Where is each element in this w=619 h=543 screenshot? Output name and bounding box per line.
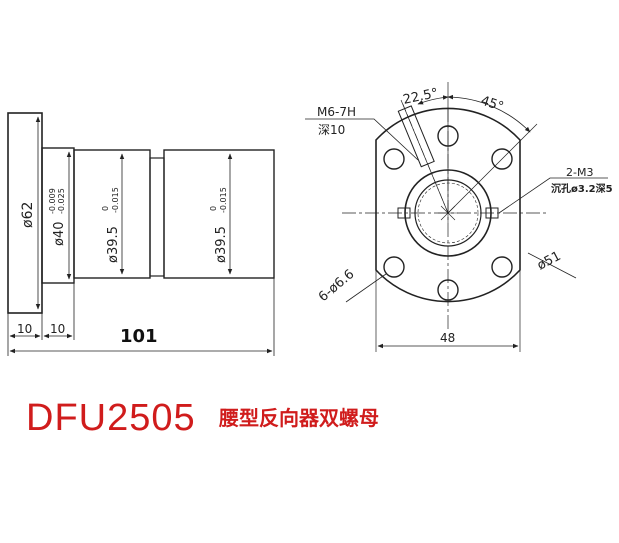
- label-total-length: 101: [120, 326, 158, 347]
- label-body1-dia: ø39.5: [106, 226, 121, 263]
- oil-hole-left: [397, 207, 411, 219]
- label-thread-depth: 深10: [318, 123, 345, 137]
- arc-angle-45: [447, 94, 531, 133]
- label-len-a: 10: [17, 322, 32, 336]
- label-spigot-dia: ø40: [52, 222, 67, 247]
- label-holes: 6-ø6.6: [316, 267, 358, 305]
- bolt-hole-upper-left: [383, 148, 405, 170]
- label-angle-45: 45°: [479, 94, 506, 115]
- front-view: [305, 82, 608, 352]
- product-subtitle: 腰型反向器双螺母: [219, 406, 379, 430]
- angle-ref-22: [400, 99, 449, 214]
- label-width: 48: [440, 331, 455, 345]
- angle-ref-45: [447, 123, 538, 214]
- label-body1-tol-upper: 0: [101, 206, 110, 211]
- label-spigot-tol-lower: -0.025: [57, 188, 66, 214]
- label-flange-dia: ø62: [20, 202, 36, 228]
- body2-outline: [163, 149, 275, 279]
- bolt-hole-upper-right: [491, 148, 513, 170]
- label-oil-hole: 2-M3: [566, 166, 593, 179]
- label-pcd: ø51: [535, 249, 564, 274]
- bolt-hole-lower-right: [491, 256, 513, 278]
- label-body2-tol-upper: 0: [209, 206, 218, 211]
- leader-holes: [345, 273, 387, 303]
- label-body1-tol-lower: -0.015: [111, 187, 120, 213]
- label-body2-dia: ø39.5: [214, 226, 229, 263]
- label-body2-tol-lower: -0.015: [219, 187, 228, 213]
- label-oil-hole-note: 沉孔ø3.2深5: [551, 182, 613, 195]
- oil-hole-right: [485, 207, 499, 219]
- bolt-hole-lower-left: [383, 256, 405, 278]
- leader-m3: [498, 177, 608, 214]
- label-thread: M6-7H: [317, 105, 356, 119]
- label-angle-22: 22.5°: [402, 86, 440, 108]
- neck-outline: [149, 157, 165, 277]
- bolt-hole-bottom: [437, 279, 459, 301]
- leader-pcd: [527, 252, 577, 279]
- model-title: DFU2505: [26, 397, 196, 439]
- side-view: [7, 112, 275, 356]
- label-len-b: 10: [50, 322, 65, 336]
- label-spigot-tol-upper: -0.009: [48, 188, 57, 214]
- leader-m6: [305, 118, 419, 161]
